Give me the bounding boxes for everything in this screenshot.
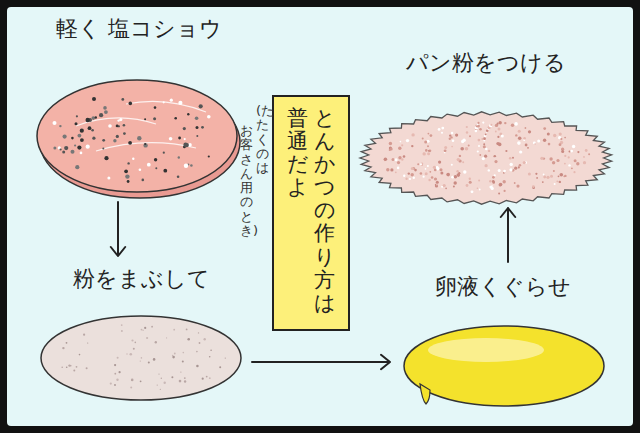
step-arrow [111, 202, 125, 256]
side-note: お客さん用のとき) [240, 124, 253, 238]
step-heading: 粉をまぶして [36, 262, 246, 292]
step-heading: 軽く 塩コショウ [36, 16, 242, 42]
seasoned-cutlet: 軽く 塩コショウ [36, 16, 242, 196]
vertical-speech-text: 普通だよ [287, 107, 308, 199]
step-arrow [501, 208, 515, 262]
side-note: (たたくのは [256, 104, 269, 175]
step-arrow [252, 355, 390, 369]
egg-dipped-cutlet: 卵液くぐらせ [396, 268, 610, 410]
step-heading: 卵液くぐらせ [396, 268, 610, 300]
breaded-cutlet: パン粉をつける [358, 42, 614, 202]
vertical-speech-text: とんかつの作り方は [314, 107, 335, 315]
step-heading: パン粉をつける [358, 42, 614, 76]
speech-box: とんかつの作り方は普通だよ [272, 95, 350, 331]
floured-cutlet: 粉をまぶして [36, 262, 246, 404]
cutlet-illustration [36, 16, 242, 196]
